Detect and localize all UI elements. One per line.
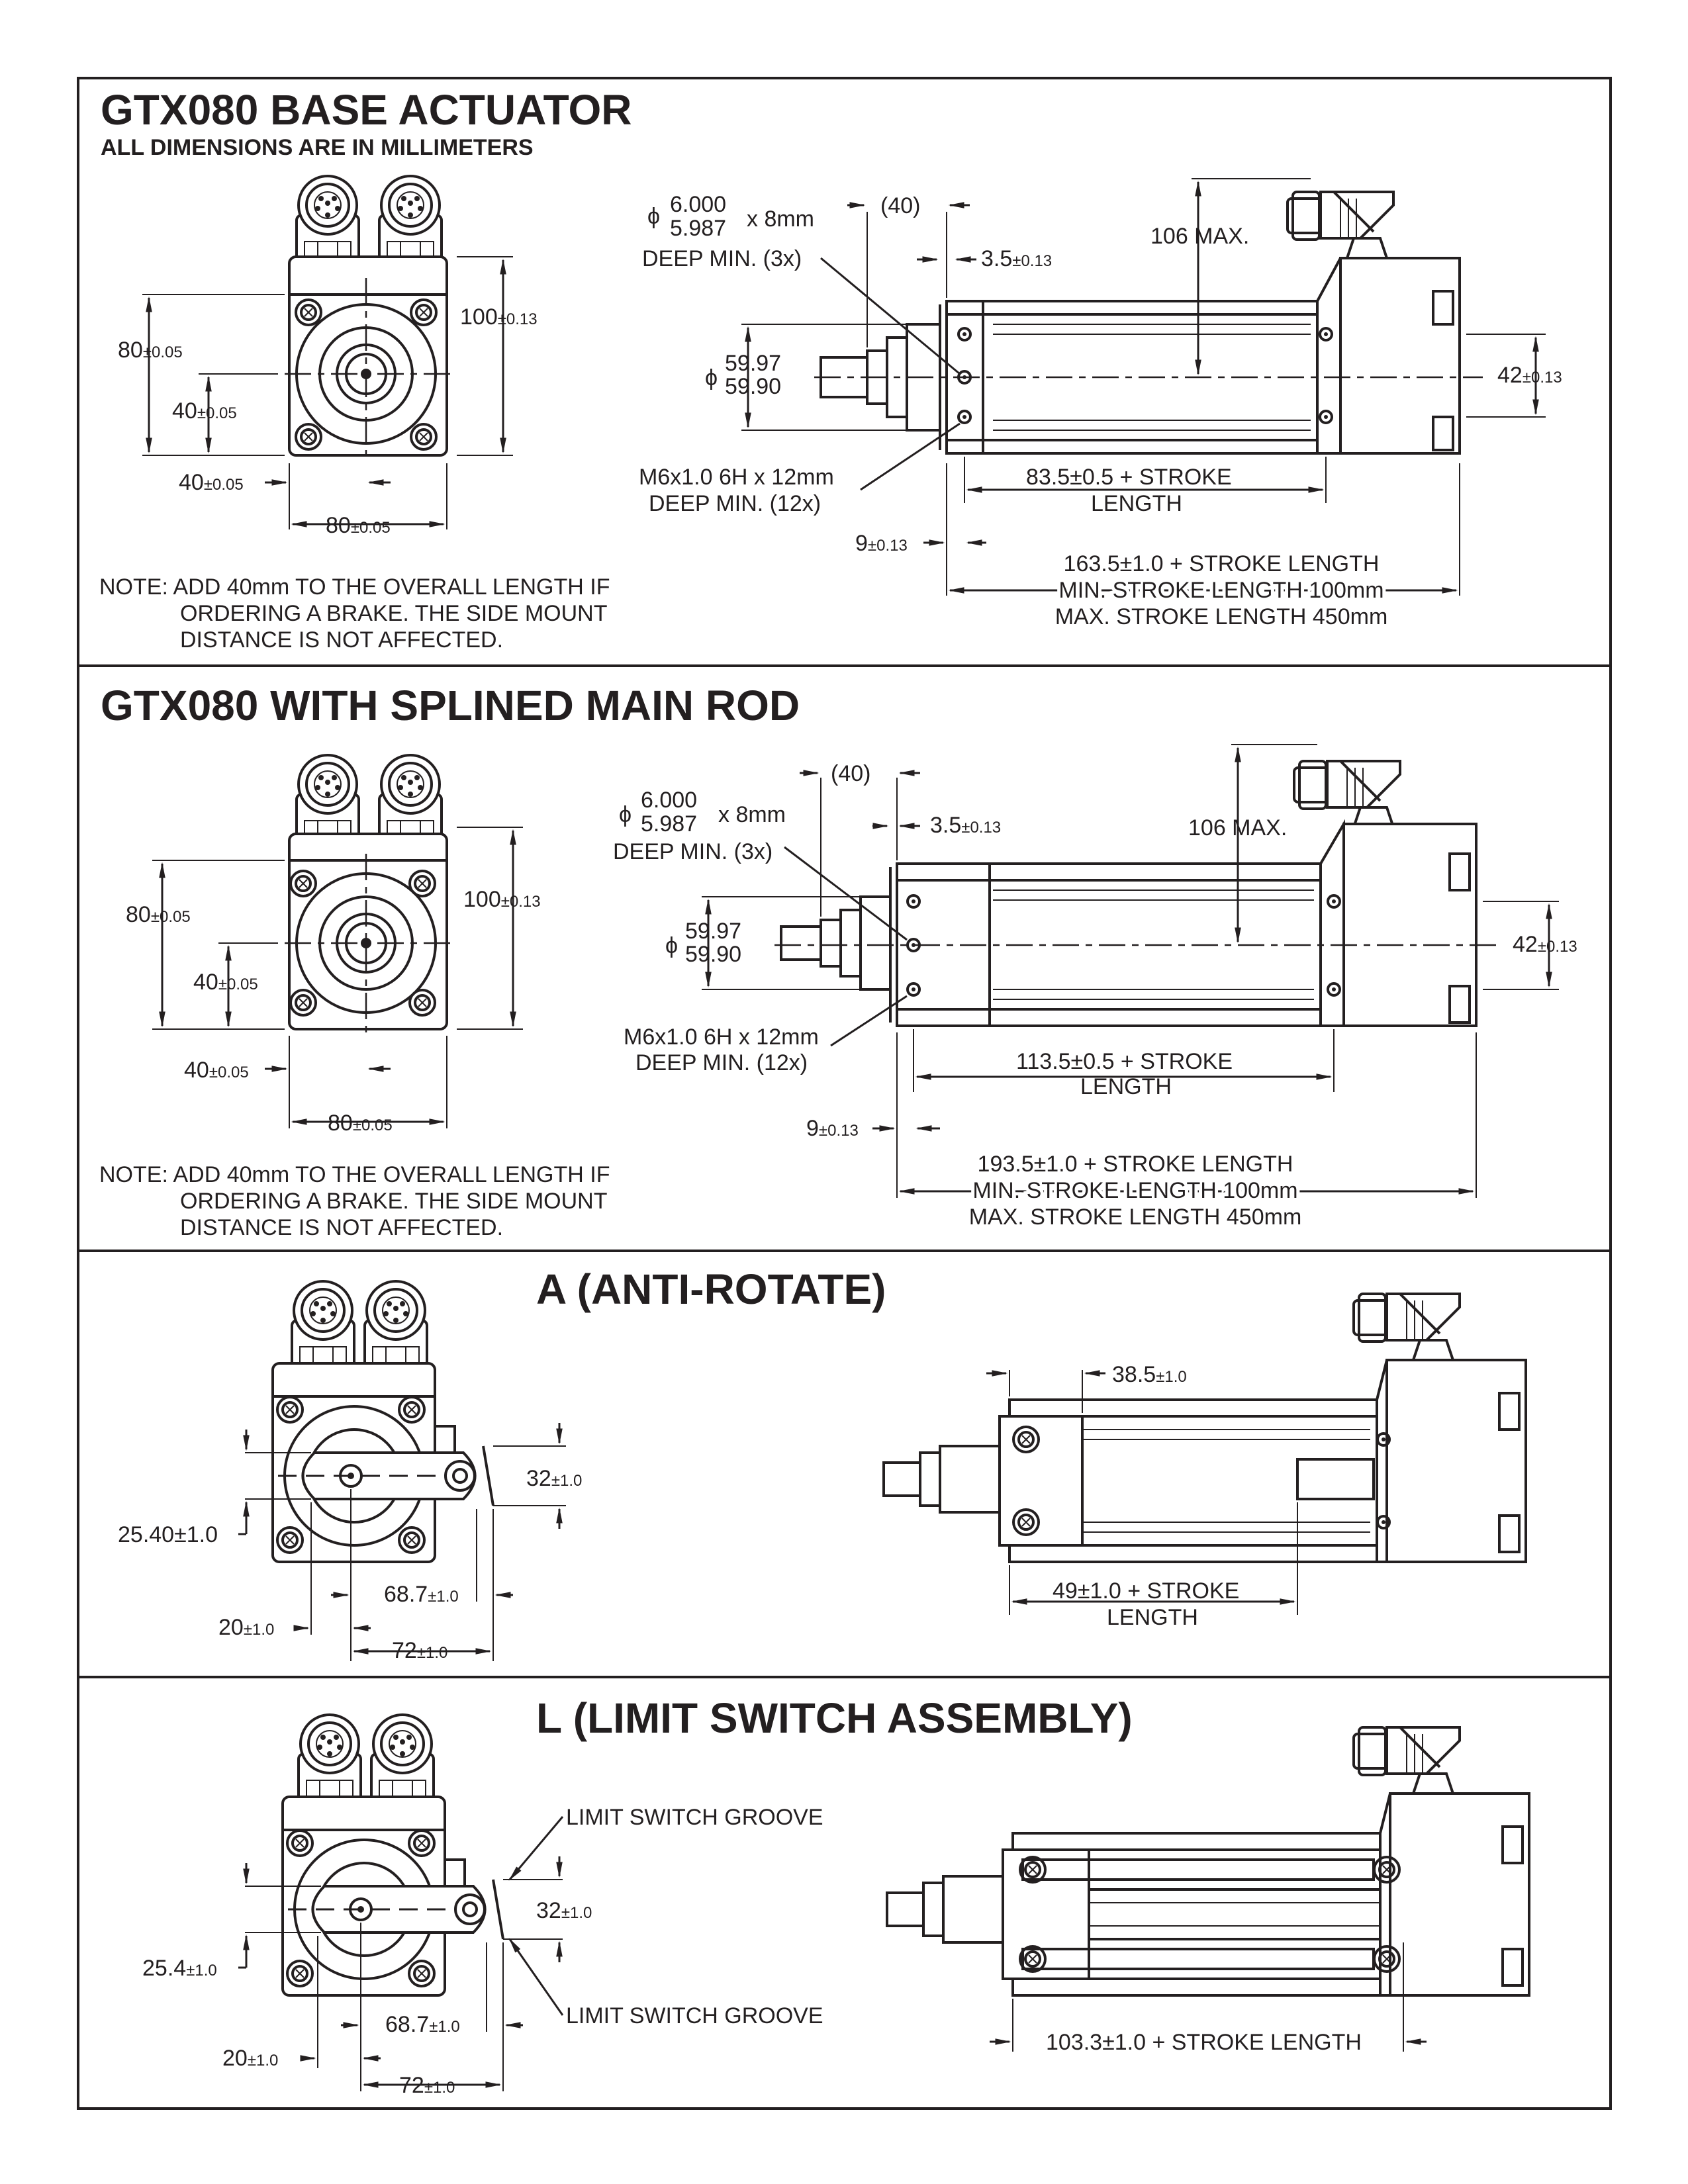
- svg-text:DEEP MIN. (12x): DEEP MIN. (12x): [635, 1050, 808, 1075]
- svg-text:LIMIT SWITCH GROOVE: LIMIT SWITCH GROOVE: [566, 1805, 823, 1830]
- section-title: L (LIMIT SWITCH ASSEMBLY): [536, 1694, 1133, 1742]
- svg-text:83.5±0.5 + STROKE: 83.5±0.5 + STROKE: [1026, 465, 1232, 490]
- section-limit-switch: L (LIMIT SWITCH ASSEMBLY): [142, 1694, 1530, 2098]
- svg-text:20±1.0: 20±1.0: [222, 2046, 278, 2071]
- section-subtitle: ALL DIMENSIONS ARE IN MILLIMETERS: [101, 135, 534, 160]
- section-title: A (ANTI-ROTATE): [536, 1265, 886, 1313]
- svg-text:113.5±0.5 + STROKE: 113.5±0.5 + STROKE: [1016, 1049, 1233, 1074]
- svg-text:20±1.0: 20±1.0: [218, 1615, 274, 1640]
- section-anti-rotate: A (ANTI-ROTATE): [118, 1265, 1527, 1663]
- svg-text:MAX. STROKE LENGTH 450mm: MAX. STROKE LENGTH 450mm: [1055, 604, 1388, 629]
- svg-text:42±0.13: 42±0.13: [1497, 363, 1562, 388]
- note-line-1: NOTE: ADD 40mm TO THE OVERALL LENGTH IF: [99, 574, 610, 600]
- svg-text:68.7±1.0: 68.7±1.0: [385, 2012, 460, 2037]
- note-line-2: ORDERING A BRAKE. THE SIDE MOUNT: [180, 601, 608, 626]
- svg-text:100±0.13: 100±0.13: [463, 887, 541, 912]
- section-base-actuator: GTX080 BASE ACTUATOR ALL DIMENSIONS ARE …: [99, 86, 1562, 653]
- svg-text:DEEP MIN. (3x): DEEP MIN. (3x): [642, 246, 802, 271]
- note-line-3: DISTANCE IS NOT AFFECTED.: [180, 627, 503, 653]
- svg-text:72±1.0: 72±1.0: [392, 1638, 447, 1663]
- svg-text:9±0.13: 9±0.13: [806, 1116, 859, 1141]
- svg-text:40±0.05: 40±0.05: [172, 398, 237, 424]
- side-view: ϕ 6.000 5.987 x 8mm DEEP MIN. (3x) (40) …: [639, 178, 1562, 629]
- svg-text:x 8mm: x 8mm: [718, 802, 786, 827]
- svg-text:6.000: 6.000: [641, 788, 697, 813]
- end-view: LIMIT SWITCH GROOVE LIMIT SWITCH GROOVE …: [142, 1713, 823, 2098]
- svg-text:32±1.0: 32±1.0: [526, 1466, 582, 1491]
- svg-text:32±1.0: 32±1.0: [536, 1898, 592, 1923]
- svg-text:38.5±1.0: 38.5±1.0: [1112, 1362, 1187, 1387]
- svg-text:MAX. STROKE LENGTH 450mm: MAX. STROKE LENGTH 450mm: [969, 1205, 1302, 1230]
- svg-text:59.97: 59.97: [685, 919, 741, 944]
- svg-text:3.5±0.13: 3.5±0.13: [930, 813, 1001, 838]
- svg-text:59.90: 59.90: [725, 374, 781, 399]
- svg-text:M6x1.0 6H x 12mm: M6x1.0 6H x 12mm: [639, 465, 834, 490]
- svg-text:ϕ: ϕ: [647, 204, 660, 229]
- svg-text:6.000: 6.000: [670, 192, 726, 217]
- svg-text:59.90: 59.90: [685, 942, 741, 967]
- svg-text:5.987: 5.987: [670, 216, 726, 241]
- section-splined-main-rod: GTX080 WITH SPLINED MAIN ROD: [99, 682, 1577, 1240]
- svg-text:68.7±1.0: 68.7±1.0: [384, 1582, 459, 1607]
- svg-text:72±1.0: 72±1.0: [399, 2073, 455, 2098]
- svg-text:9±0.13: 9±0.13: [855, 531, 908, 556]
- svg-text:LENGTH: LENGTH: [1107, 1605, 1198, 1630]
- end-view: 25.40±1.0 32±1.0 68.7±1.0 20±1.0 72±1.0: [118, 1280, 582, 1663]
- svg-text:42±0.13: 42±0.13: [1513, 932, 1577, 957]
- svg-text:M6x1.0 6H x 12mm: M6x1.0 6H x 12mm: [624, 1024, 819, 1050]
- svg-text:LENGTH: LENGTH: [1080, 1074, 1172, 1099]
- svg-text:106 MAX.: 106 MAX.: [1188, 815, 1287, 841]
- svg-text:103.3±1.0 + STROKE LENGTH: 103.3±1.0 + STROKE LENGTH: [1046, 2030, 1362, 2055]
- svg-text:(40): (40): [831, 761, 870, 786]
- svg-text:100±0.13: 100±0.13: [460, 304, 538, 330]
- svg-text:40±0.05: 40±0.05: [193, 970, 258, 995]
- section-title: GTX080 WITH SPLINED MAIN ROD: [101, 682, 800, 729]
- svg-text:80±0.05: 80±0.05: [126, 902, 191, 927]
- svg-text:ϕ: ϕ: [619, 802, 632, 827]
- svg-text:80±0.05: 80±0.05: [328, 1111, 393, 1136]
- side-view: 38.5±1.0 49±1.0 + STROKE LENGTH: [882, 1293, 1527, 1630]
- svg-text:ϕ: ϕ: [705, 365, 718, 390]
- side-view: ϕ 6.000 5.987 x 8mm DEEP MIN. (3x) (40) …: [613, 744, 1577, 1230]
- note-line-3: DISTANCE IS NOT AFFECTED.: [180, 1215, 503, 1240]
- note-line-2: ORDERING A BRAKE. THE SIDE MOUNT: [180, 1189, 608, 1214]
- end-view: 80±0.05 40±0.05 100±0.13 40±0.05 80±0.05: [118, 175, 538, 538]
- svg-text:MIN. STROKE LENGTH 100mm: MIN. STROKE LENGTH 100mm: [1058, 578, 1383, 603]
- svg-text:LIMIT SWITCH GROOVE: LIMIT SWITCH GROOVE: [566, 2003, 823, 2028]
- svg-text:25.40±1.0: 25.40±1.0: [118, 1522, 218, 1547]
- svg-text:MIN. STROKE LENGTH 100mm: MIN. STROKE LENGTH 100mm: [972, 1178, 1297, 1203]
- svg-text:LENGTH: LENGTH: [1091, 491, 1182, 516]
- svg-text:5.987: 5.987: [641, 811, 697, 837]
- svg-text:x 8mm: x 8mm: [747, 206, 814, 232]
- svg-text:DEEP MIN. (3x): DEEP MIN. (3x): [613, 839, 773, 864]
- svg-text:49±1.0 + STROKE: 49±1.0 + STROKE: [1053, 1578, 1239, 1604]
- sheet-border: [77, 77, 1612, 2110]
- end-view: 80±0.05 40±0.05 100±0.13 40±0.05 80±0.05: [126, 754, 541, 1136]
- svg-text:80±0.05: 80±0.05: [326, 513, 391, 538]
- svg-text:193.5±1.0 + STROKE LENGTH: 193.5±1.0 + STROKE LENGTH: [978, 1152, 1293, 1177]
- svg-text:40±0.05: 40±0.05: [184, 1058, 249, 1083]
- svg-text:(40): (40): [880, 193, 920, 218]
- svg-text:25.4±1.0: 25.4±1.0: [142, 1956, 217, 1981]
- svg-text:163.5±1.0 + STROKE LENGTH: 163.5±1.0 + STROKE LENGTH: [1064, 551, 1380, 576]
- svg-text:40±0.05: 40±0.05: [179, 470, 244, 495]
- svg-text:80±0.05: 80±0.05: [118, 338, 183, 363]
- svg-text:59.97: 59.97: [725, 351, 781, 376]
- svg-text:ϕ: ϕ: [665, 933, 678, 958]
- svg-text:3.5±0.13: 3.5±0.13: [981, 246, 1052, 271]
- note-line-1: NOTE: ADD 40mm TO THE OVERALL LENGTH IF: [99, 1162, 610, 1187]
- section-title: GTX080 BASE ACTUATOR: [101, 86, 632, 134]
- svg-text:106 MAX.: 106 MAX.: [1150, 224, 1249, 249]
- side-view: 103.3±1.0 + STROKE LENGTH: [886, 1726, 1530, 2055]
- svg-text:DEEP MIN. (12x): DEEP MIN. (12x): [649, 491, 821, 516]
